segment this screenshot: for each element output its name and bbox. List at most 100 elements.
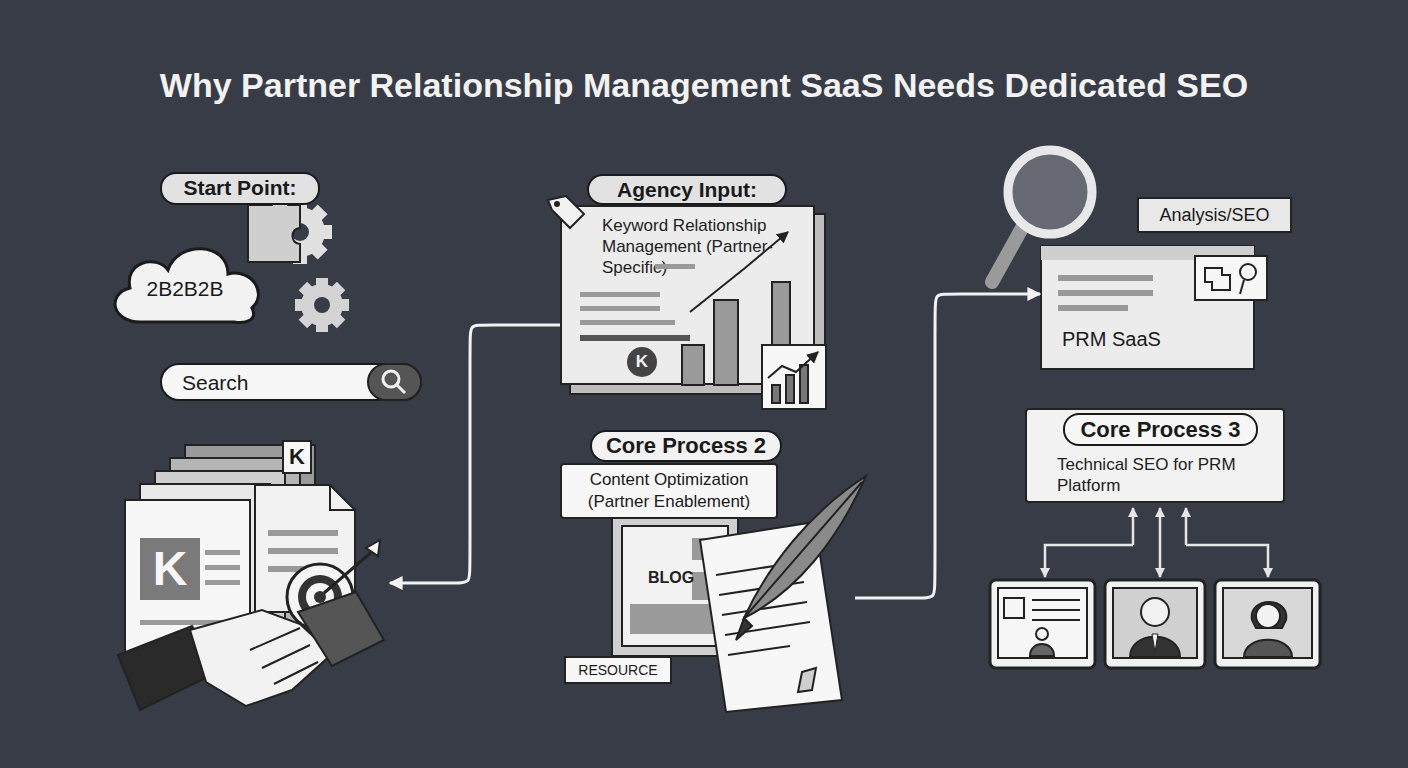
document-stack-group: KK (120, 430, 390, 705)
chart-icon-part (762, 345, 826, 409)
search-button (368, 364, 421, 400)
monitor-icon-part (1032, 609, 1080, 611)
bar-chart-part (682, 345, 704, 385)
target-icon-part (324, 550, 374, 593)
monitor-icon (990, 580, 1320, 668)
monitor-icon-part (1036, 628, 1048, 640)
window-details-part (1058, 290, 1153, 296)
bar-chart-part (714, 300, 738, 385)
monitor-icon-part (1223, 588, 1312, 658)
tag-icon-part (548, 196, 584, 228)
platform-arrows-part (1186, 545, 1268, 577)
monitor-icon-part (1215, 580, 1320, 668)
monitor-icon-part (1113, 588, 1197, 658)
monitor-icon-part (1244, 640, 1292, 657)
gear-icon-part (248, 198, 300, 263)
quill-pen-part (736, 618, 752, 640)
document-stack-part (205, 565, 240, 570)
node-text: K (140, 538, 200, 600)
node-text: Start Point: (160, 172, 320, 205)
text-lines-part (580, 292, 660, 297)
gear-icon-part (295, 278, 349, 332)
handshake-icon-part (250, 628, 318, 684)
platform-arrows-part (1132, 508, 1135, 545)
monitor-icon-part (990, 580, 1095, 668)
window-details-part (1240, 280, 1244, 294)
window-details-part (1205, 268, 1230, 290)
blog-page-part (630, 604, 722, 634)
blog-resource-group: BLOG RESOURCE (560, 520, 855, 705)
node-text: 2B2B2B (100, 276, 270, 302)
platform-arrows-part (1185, 508, 1188, 545)
magnifier-icon-part (1008, 150, 1092, 234)
monitor-icon-part (1032, 619, 1080, 621)
node-text: BLOG (648, 568, 703, 588)
gear-icon-part-part (301, 284, 343, 326)
search-button-part (368, 364, 421, 400)
tag-icon-part (554, 201, 560, 207)
document-stack-part (205, 580, 240, 585)
magnifier-icon-part (992, 228, 1022, 282)
node-text: K (282, 440, 312, 474)
document-stack-part (330, 485, 355, 510)
cloud-shape: 2B2B2B (100, 232, 270, 332)
scroll-page-part (728, 646, 790, 655)
handshake-icon-part (298, 592, 384, 666)
text-lines-part (580, 320, 675, 325)
gear-icon (248, 198, 349, 333)
text-lines (580, 264, 695, 341)
platform-arrows-part (1159, 508, 1162, 577)
monitor-icon-part (1152, 634, 1158, 652)
window-details-part (1058, 305, 1128, 311)
node-text: Keyword Relationship Management (Partner… (602, 215, 792, 278)
node-text: RESOURCE (564, 656, 672, 684)
window-details-part (1240, 264, 1256, 280)
monitor-icon-part (998, 588, 1087, 658)
node-text: Search (182, 371, 352, 395)
monitor-icon-part (1032, 599, 1080, 601)
tag-icon (548, 196, 584, 228)
process-box: Core Process 3Technical SEO for PRM Plat… (1025, 408, 1285, 503)
handshake-icon (118, 592, 384, 710)
node-text: K (627, 347, 657, 377)
node-text: PRM SaaS (1062, 327, 1192, 351)
node-text: Analysis/SEO (1137, 197, 1292, 233)
gear-icon-part-part (314, 297, 330, 313)
node-text: Core Process 2 (590, 430, 782, 462)
chart-icon-part (800, 365, 808, 403)
document-stack-part (268, 548, 338, 554)
node-text: Agency Input: (587, 174, 787, 205)
window-details-part (1058, 275, 1153, 281)
chart-icon (762, 345, 826, 409)
window-details-part (1195, 256, 1267, 300)
document-stack-part (205, 550, 240, 555)
start-label: Start Point: (160, 172, 320, 205)
scroll-page-part (798, 668, 816, 692)
text-lines-part (580, 306, 660, 311)
diagram-title: Why Partner Relationship Management SaaS… (0, 66, 1408, 105)
monitor-icon-part (1141, 598, 1169, 626)
flow-arrow (855, 294, 1040, 598)
monitor-icon-part (1105, 580, 1205, 668)
magnifier-icon (992, 150, 1092, 282)
window-details (1041, 246, 1267, 311)
gear-icon-part-part (299, 282, 346, 329)
monitor-icon-part (1256, 604, 1280, 628)
search-button-part (397, 385, 405, 393)
text-lines-part (655, 264, 695, 269)
target-icon-part (366, 540, 380, 556)
text-lines-part (580, 335, 690, 341)
platform-arrows-part (1045, 545, 1133, 577)
document-stack-part (268, 530, 338, 536)
flow-arrow (390, 325, 560, 583)
chart-icon-part (786, 375, 794, 403)
node-text: Content Optimization (Partner Enablement… (560, 463, 778, 519)
search-button-part (383, 371, 399, 387)
monitor-icon-part (1004, 598, 1024, 618)
monitor-icon-part (1252, 602, 1287, 628)
node-text: Core Process 3 (1063, 413, 1258, 446)
bar-chart-part (690, 232, 788, 312)
platform-arrows (1045, 508, 1268, 577)
